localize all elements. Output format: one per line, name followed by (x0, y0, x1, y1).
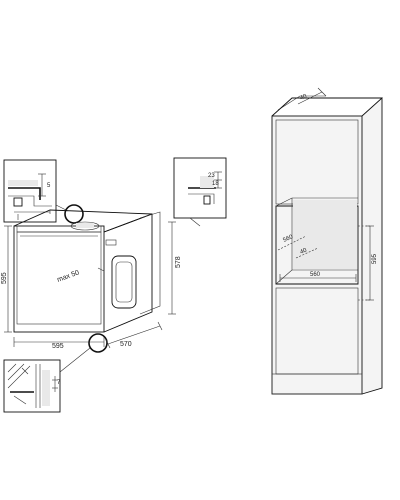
dim-cabinet-top (297, 87, 327, 105)
dim-oven-height (4, 225, 12, 333)
leader-bottom-left (59, 347, 91, 373)
cabinet-inner-depth-label: 560 (282, 234, 294, 244)
oven-width-label: 595 (52, 343, 64, 350)
oven-illustration (13, 209, 161, 333)
oven-depth-label: 570 (120, 341, 132, 348)
detail-bottom-left (3, 359, 61, 413)
dim-cabinet-height (358, 225, 374, 301)
detail-middle-dim-a: 23 (208, 173, 215, 179)
detail-middle (173, 157, 227, 219)
detail-bottom-dim: 7 (57, 380, 61, 386)
dim-cabinet-inner-depth (277, 235, 307, 251)
oven-height-label: 595 (1, 272, 8, 284)
detail-circle-top (64, 204, 84, 224)
detail-circle-bottom (88, 333, 108, 353)
detail-middle-dim-b: 18 (212, 181, 219, 187)
dim-top-detail: 5 (47, 183, 51, 189)
cabinet-top-depth-label: 40 (299, 93, 308, 101)
oven-max-label: max 50 (56, 269, 80, 283)
side-height-label: 578 (175, 256, 182, 268)
detail-top-left: 5 (3, 159, 57, 223)
cabinet-width-label: 560 (310, 272, 321, 278)
dim-oven-depth (105, 321, 163, 349)
dim-oven-width (13, 337, 105, 347)
dim-cabinet-width (279, 274, 357, 282)
dim-cabinet-vent (295, 247, 319, 259)
cabinet-height-label: 595 (372, 253, 378, 264)
leader-middle (189, 217, 201, 227)
cabinet-illustration (271, 95, 383, 395)
cabinet-vent-label: 40 (299, 247, 308, 255)
dim-side-height (168, 221, 176, 315)
